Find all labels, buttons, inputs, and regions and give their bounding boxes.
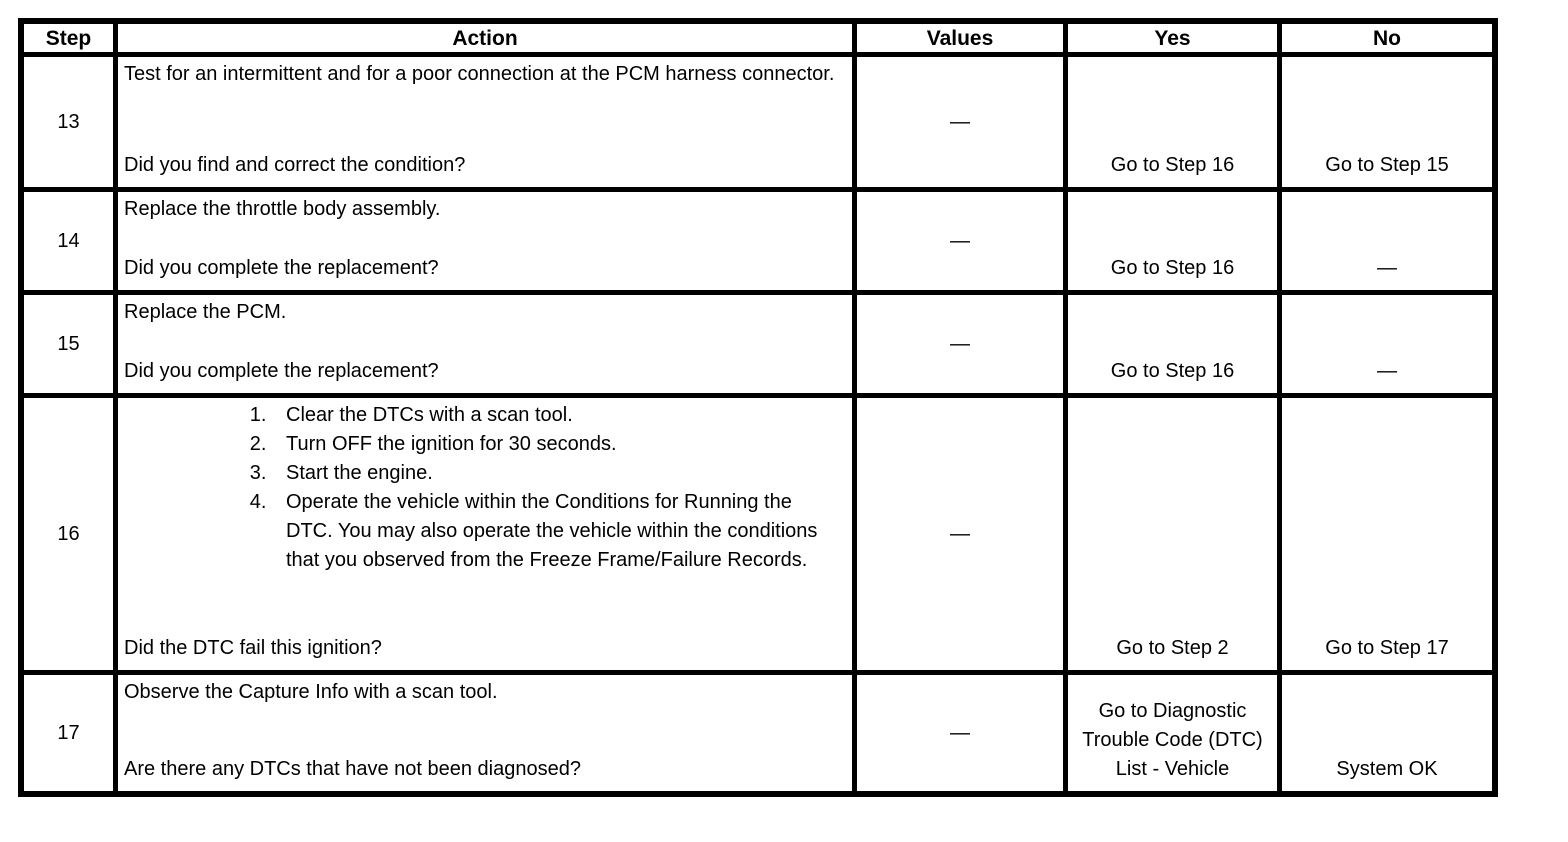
step-cell: 16 <box>24 398 118 675</box>
action-cell: Observe the Capture Info with a scan too… <box>118 675 857 791</box>
values-cell: — <box>857 398 1068 675</box>
yes-cell: Go to Step 16 <box>1068 57 1282 192</box>
values-cell: — <box>857 675 1068 791</box>
action-cell: Replace the PCM. Did you complete the re… <box>118 295 857 398</box>
column-header-action: Action <box>118 24 857 57</box>
yes-cell: Go to Step 16 <box>1068 192 1282 295</box>
column-header-step: Step <box>24 24 118 57</box>
action-question: Did the DTC fail this ignition? <box>124 637 382 659</box>
action-cell: Clear the DTCs with a scan tool. Turn OF… <box>118 398 857 675</box>
action-cell: Replace the throttle body assembly. Did … <box>118 192 857 295</box>
step-cell: 14 <box>24 192 118 295</box>
action-text: Replace the PCM. <box>124 301 287 323</box>
action-list-item: Turn OFF the ignition for 30 seconds. <box>272 430 842 459</box>
step-cell: 17 <box>24 675 118 791</box>
action-text: Observe the Capture Info with a scan too… <box>124 681 498 703</box>
yes-cell: Go to Step 2 <box>1068 398 1282 675</box>
diagnostic-steps-table: Step Action Values Yes No 13 Test for an… <box>18 18 1498 797</box>
action-text: Replace the throttle body assembly. <box>124 198 441 220</box>
values-cell: — <box>857 57 1068 192</box>
action-numbered-list: Clear the DTCs with a scan tool. Turn OF… <box>124 401 842 575</box>
step-cell: 15 <box>24 295 118 398</box>
column-header-values: Values <box>857 24 1068 57</box>
action-list-item: Start the engine. <box>272 459 842 488</box>
yes-cell: Go to Diagnostic Trouble Code (DTC) List… <box>1068 675 1282 791</box>
no-cell: Go to Step 17 <box>1282 398 1492 675</box>
no-cell: — <box>1282 295 1492 398</box>
no-cell: Go to Step 15 <box>1282 57 1492 192</box>
action-cell: Test for an intermittent and for a poor … <box>118 57 857 192</box>
action-question: Did you complete the replacement? <box>124 257 439 279</box>
values-cell: — <box>857 192 1068 295</box>
action-text: Test for an intermittent and for a poor … <box>124 63 835 85</box>
no-cell: System OK <box>1336 758 1438 780</box>
action-question: Did you find and correct the condition? <box>124 154 466 176</box>
no-cell: — <box>1282 192 1492 295</box>
values-cell: — <box>857 295 1068 398</box>
column-header-yes: Yes <box>1068 24 1282 57</box>
action-list-item: Clear the DTCs with a scan tool. <box>272 401 842 430</box>
action-question: Are there any DTCs that have not been di… <box>124 758 581 780</box>
action-question: Did you complete the replacement? <box>124 360 439 382</box>
step-cell: 13 <box>24 57 118 192</box>
action-list-item: Operate the vehicle within the Condition… <box>272 488 842 575</box>
column-header-no: No <box>1282 24 1492 57</box>
yes-cell: Go to Step 16 <box>1068 295 1282 398</box>
